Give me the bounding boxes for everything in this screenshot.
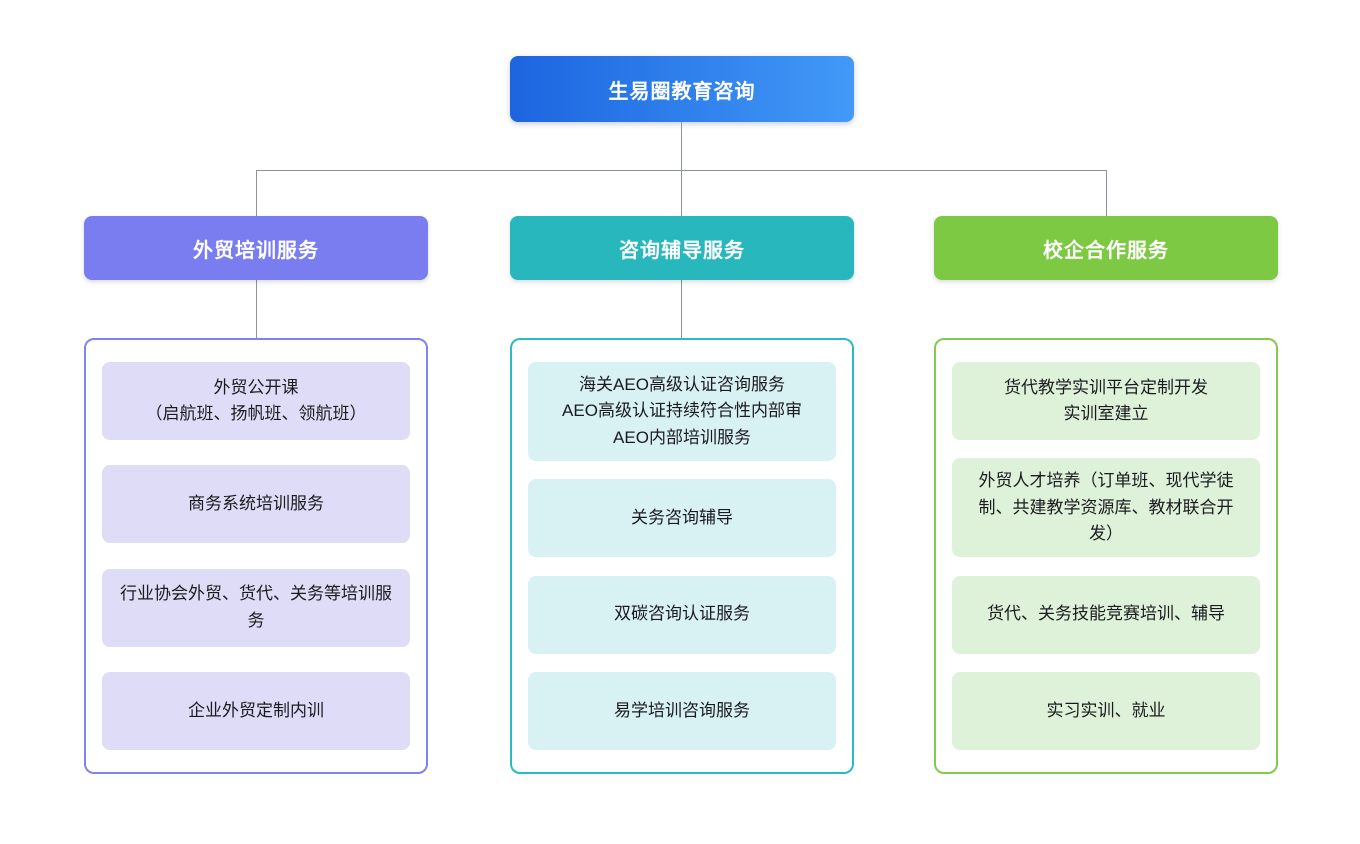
branch-header-school-enterprise: 校企合作服务 [934, 216, 1278, 280]
branch-2-item-1: 海关AEO高级认证咨询服务 AEO高级认证持续符合性内部审 AEO内部培训服务 [528, 362, 836, 462]
branch-3-item-3: 货代、关务技能竞赛培训、辅导 [952, 575, 1260, 654]
connector-branch-1-panel-link [256, 280, 257, 338]
connector-root-stem [681, 122, 682, 170]
connector-branch-2-panel-link [681, 280, 682, 338]
branch-panel-school-enterprise: 货代教学实训平台定制开发 实训室建立 外贸人才培养（订单班、现代学徒制、共建教学… [934, 338, 1278, 774]
branch-3-item-2: 外贸人才培养（订单班、现代学徒制、共建教学资源库、教材联合开发） [952, 458, 1260, 558]
connector-branch-2-drop [681, 170, 682, 216]
branch-header-foreign-trade-training: 外贸培训服务 [84, 216, 428, 280]
branch-3-item-4: 实习实训、就业 [952, 671, 1260, 750]
connector-branch-3-drop [1106, 170, 1107, 216]
branch-2-item-4: 易学培训咨询服务 [528, 671, 836, 750]
branch-1-item-2: 商务系统培训服务 [102, 465, 410, 544]
connector-branch-1-drop [256, 170, 257, 216]
branch-3-item-1: 货代教学实训平台定制开发 实训室建立 [952, 362, 1260, 440]
branch-1-item-1: 外贸公开课 （启航班、扬帆班、领航班） [102, 362, 410, 440]
branch-header-consulting-coaching: 咨询辅导服务 [510, 216, 854, 280]
branch-2-item-2: 关务咨询辅导 [528, 479, 836, 558]
branch-1-item-3: 行业协会外贸、货代、关务等培训服务 [102, 568, 410, 647]
branch-panel-consulting-coaching: 海关AEO高级认证咨询服务 AEO高级认证持续符合性内部审 AEO内部培训服务 … [510, 338, 854, 774]
branch-2-item-3: 双碳咨询认证服务 [528, 575, 836, 654]
root-node: 生易圈教育咨询 [510, 56, 854, 122]
branch-1-item-4: 企业外贸定制内训 [102, 671, 410, 750]
branch-panel-foreign-trade-training: 外贸公开课 （启航班、扬帆班、领航班） 商务系统培训服务 行业协会外贸、货代、关… [84, 338, 428, 774]
